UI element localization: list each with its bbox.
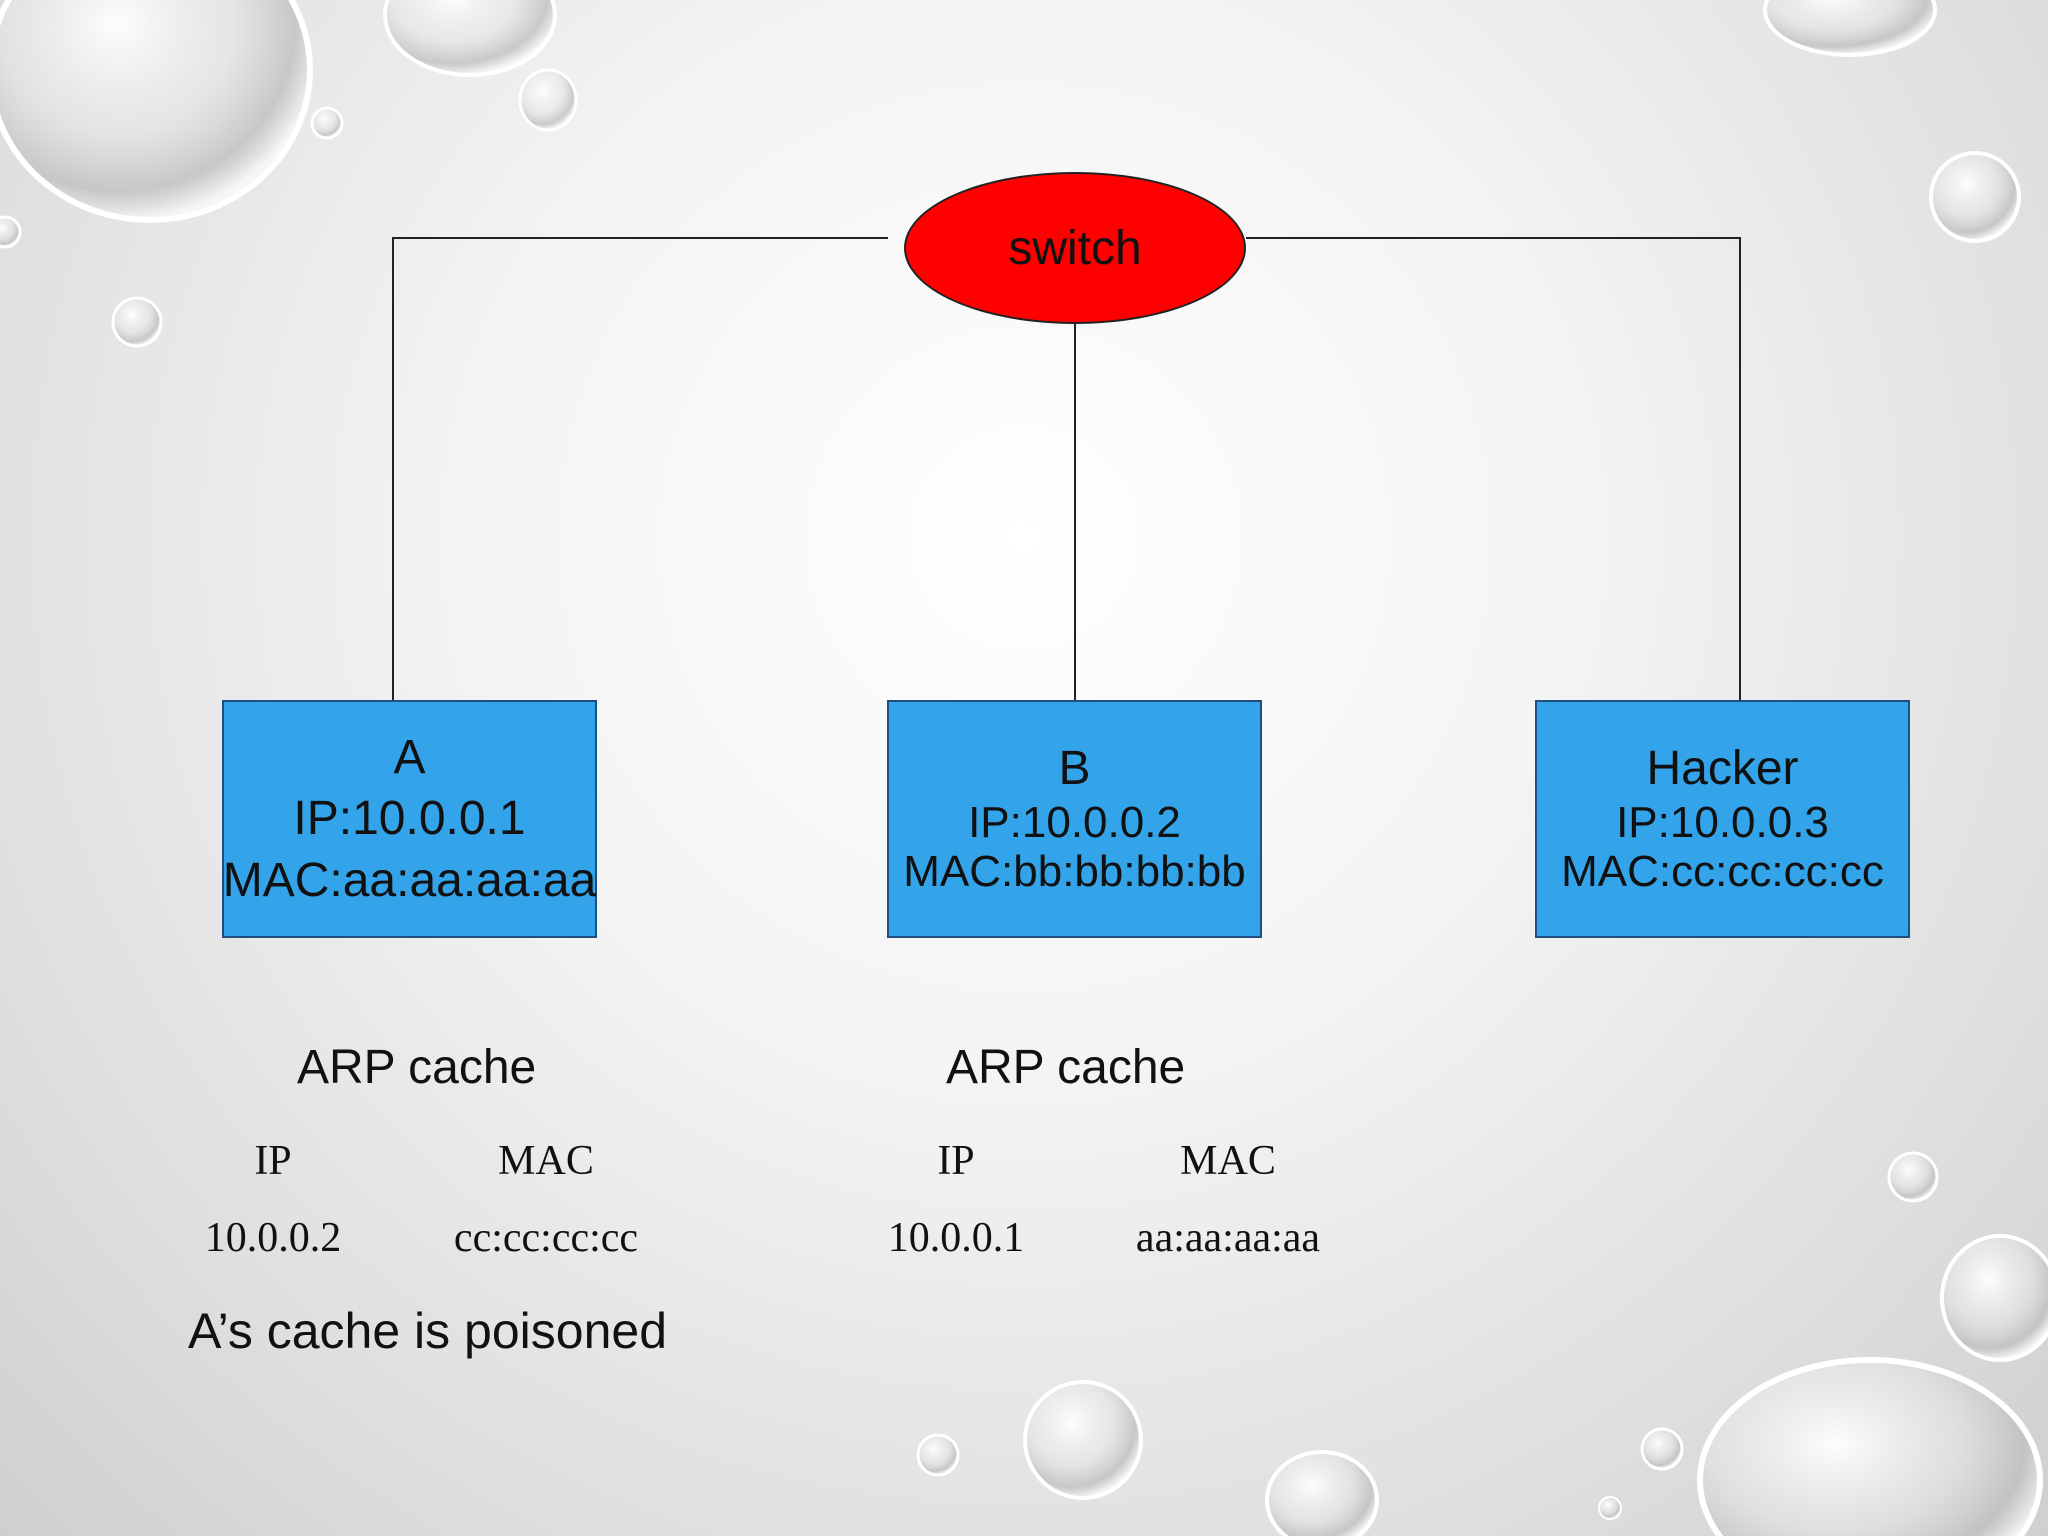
host-a-name: A xyxy=(393,730,426,784)
arp-cache-a-header-mac: MAC xyxy=(498,1138,594,1184)
host-b-ip: IP:10.0.0.2 xyxy=(968,797,1181,847)
host-a-node: A IP:10.0.0.1 MAC:aa:aa:aa:aa xyxy=(222,700,597,938)
host-a-ip: IP:10.0.0.1 xyxy=(293,792,526,846)
host-b-name: B xyxy=(1058,741,1091,795)
host-b-mac: MAC:bb:bb:bb:bb xyxy=(903,846,1246,896)
arp-cache-b-title: ARP cache xyxy=(946,1041,1186,1094)
arp-cache-b-header-ip: IP xyxy=(937,1138,975,1184)
switch-label: switch xyxy=(1008,221,1142,275)
switch-node: switch xyxy=(904,172,1246,324)
hacker-mac: MAC:cc:cc:cc:cc xyxy=(1561,846,1884,896)
arp-cache-b-header-mac: MAC xyxy=(1180,1138,1276,1184)
arp-cache-a-header-ip: IP xyxy=(254,1138,292,1184)
link-switch-to-a xyxy=(392,237,888,700)
hacker-name: Hacker xyxy=(1646,741,1799,795)
host-b-node: B IP:10.0.0.2 MAC:bb:bb:bb:bb xyxy=(887,700,1262,938)
hacker-ip: IP:10.0.0.3 xyxy=(1616,797,1829,847)
arp-cache-b-entry-ip: 10.0.0.1 xyxy=(887,1215,1025,1261)
arp-cache-a-entry-ip: 10.0.0.2 xyxy=(204,1215,342,1261)
arp-cache-a-title: ARP cache xyxy=(297,1041,537,1094)
hacker-node: Hacker IP:10.0.0.3 MAC:cc:cc:cc:cc xyxy=(1535,700,1910,938)
arp-cache-a-entry-mac: cc:cc:cc:cc xyxy=(453,1215,639,1261)
host-a-mac: MAC:aa:aa:aa:aa xyxy=(222,853,597,907)
poisoned-cache-caption: A’s cache is poisoned xyxy=(188,1303,668,1359)
arp-cache-b-entry-mac: aa:aa:aa:aa xyxy=(1135,1215,1321,1261)
link-switch-to-hacker xyxy=(1246,237,1741,700)
